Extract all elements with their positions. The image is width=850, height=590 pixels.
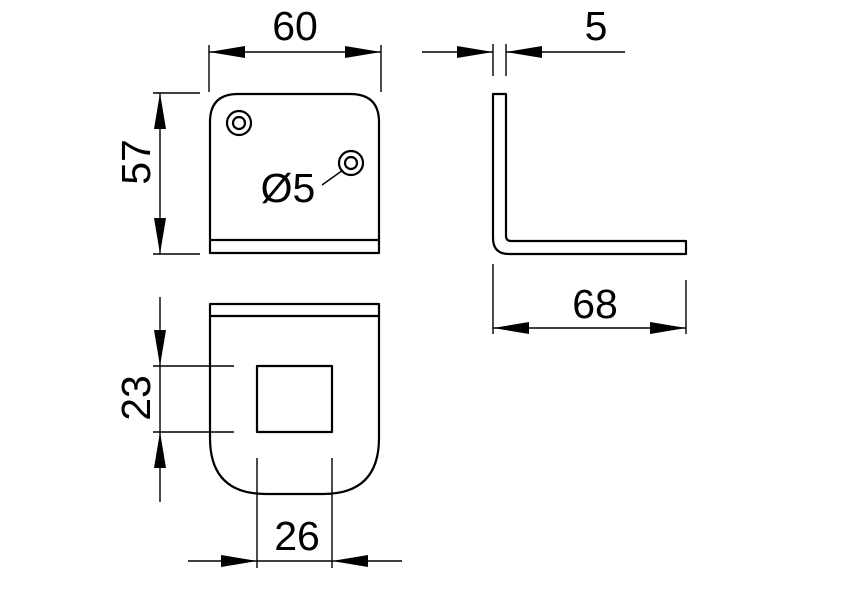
bottom-view bbox=[208, 302, 381, 496]
square-slot bbox=[255, 364, 334, 434]
mounting-hole-right bbox=[337, 149, 365, 177]
dimension-label-57: 57 bbox=[113, 139, 159, 185]
dimension-label-68: 68 bbox=[572, 281, 618, 327]
dimension-label-5: 5 bbox=[585, 3, 608, 49]
dimension-label-26: 26 bbox=[274, 513, 320, 559]
front-view bbox=[208, 92, 381, 255]
bottom-view-outline bbox=[208, 302, 381, 496]
dimension-label-hole: Ø5 bbox=[261, 165, 316, 211]
dimension-thickness: 5 bbox=[422, 3, 625, 76]
dimension-label-23: 23 bbox=[113, 375, 159, 421]
dimension-slot-width: 26 bbox=[188, 458, 402, 568]
side-view-profile bbox=[491, 92, 688, 256]
dimension-slot-height: 23 bbox=[113, 297, 234, 502]
dimension-width-top: 60 bbox=[208, 3, 382, 92]
side-view bbox=[491, 92, 688, 256]
hole-leader-line bbox=[321, 169, 344, 186]
dimension-height: 57 bbox=[113, 92, 200, 255]
dimension-length: 68 bbox=[492, 264, 687, 334]
dimension-label-60: 60 bbox=[272, 3, 318, 49]
front-view-outline bbox=[208, 92, 381, 255]
mounting-hole-top-left bbox=[225, 109, 253, 137]
